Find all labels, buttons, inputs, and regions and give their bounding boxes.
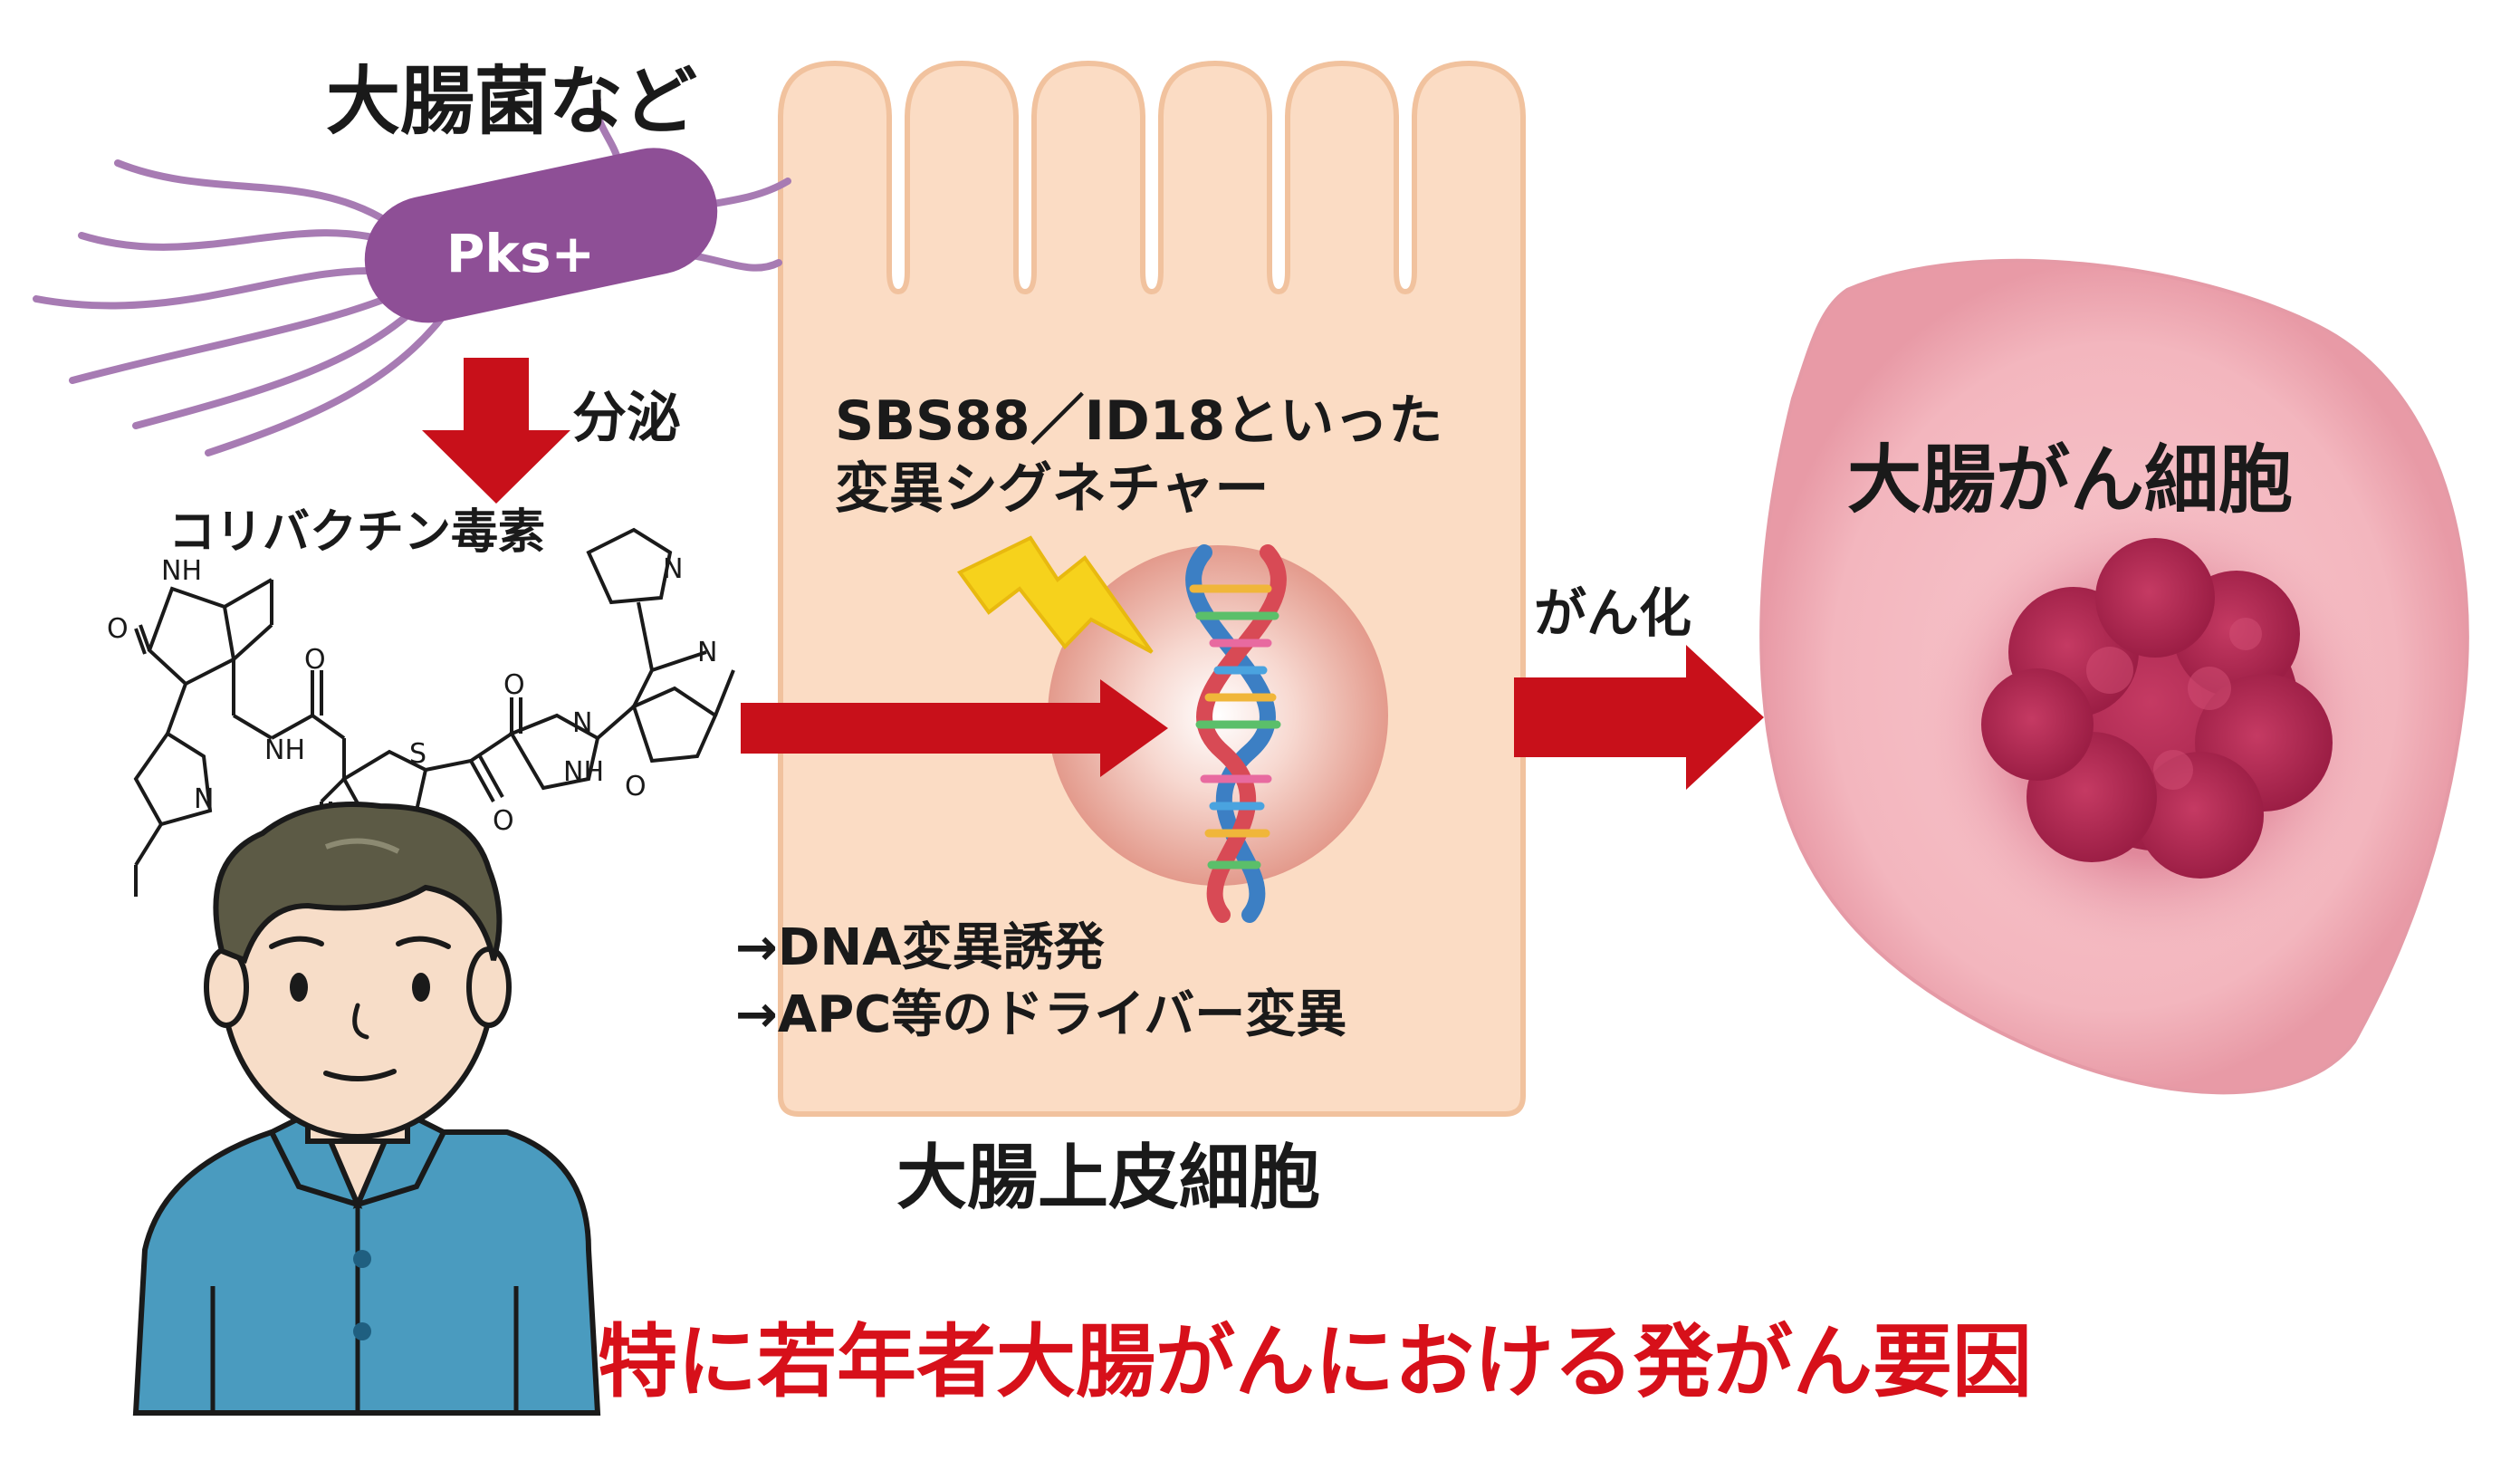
atom-n: N [194, 783, 214, 815]
atom-o: O [304, 644, 326, 676]
signature-line: 変異シグネチャー [835, 457, 1270, 521]
person-illustration [132, 802, 601, 1416]
lightning-icon [956, 535, 1154, 654]
effect-line: →DNA変異誘発 [735, 918, 1105, 977]
effect-line: →APC等のドライバー変異 [735, 985, 1347, 1044]
toxin-title: コリバクチン毒素 [168, 505, 546, 560]
atom-nh: NH [563, 756, 604, 788]
signature-line: SBS88／ID18といった [835, 389, 1443, 453]
mutation-effects-text: →DNA変異誘発 →APC等のドライバー変異 [735, 915, 1346, 1049]
atom-o: O [493, 805, 514, 837]
atom-nh: NH [264, 735, 305, 766]
atom-n: N [663, 553, 683, 585]
secretion-arrow [422, 358, 570, 504]
tumor-icon [1981, 538, 2333, 879]
transformation-label: がん化 [1534, 582, 1692, 644]
atom-n: N [572, 707, 592, 739]
atom-n: N [697, 637, 717, 668]
dna-helix-icon [1185, 544, 1287, 923]
epithelial-cell-label: 大腸上皮細胞 [896, 1138, 1321, 1219]
atom-s: S [409, 738, 426, 770]
atom-o: O [107, 613, 129, 645]
mutation-signature-text: SBS88／ID18といった 変異シグネチャー [835, 388, 1442, 523]
atom-nh: NH [161, 555, 202, 587]
bacterium-icon [364, 148, 718, 323]
secretion-label: 分泌 [572, 387, 681, 450]
bottom-caption: 特に若年者大腸がんにおける発がん要因 [598, 1315, 2033, 1408]
transformation-arrow [1514, 645, 1764, 790]
bacterium-tag: Pks+ [446, 223, 595, 284]
chemical-atom-labels: NH O N O NH S N O O O N NH O N N [107, 553, 717, 884]
atom-o: O [625, 771, 647, 802]
bacteria-title: 大腸菌など [326, 59, 698, 145]
atom-o: O [503, 669, 525, 701]
toxin-arrow [741, 679, 1168, 777]
cancer-cell-label: 大腸がん細胞 [1847, 437, 2294, 523]
